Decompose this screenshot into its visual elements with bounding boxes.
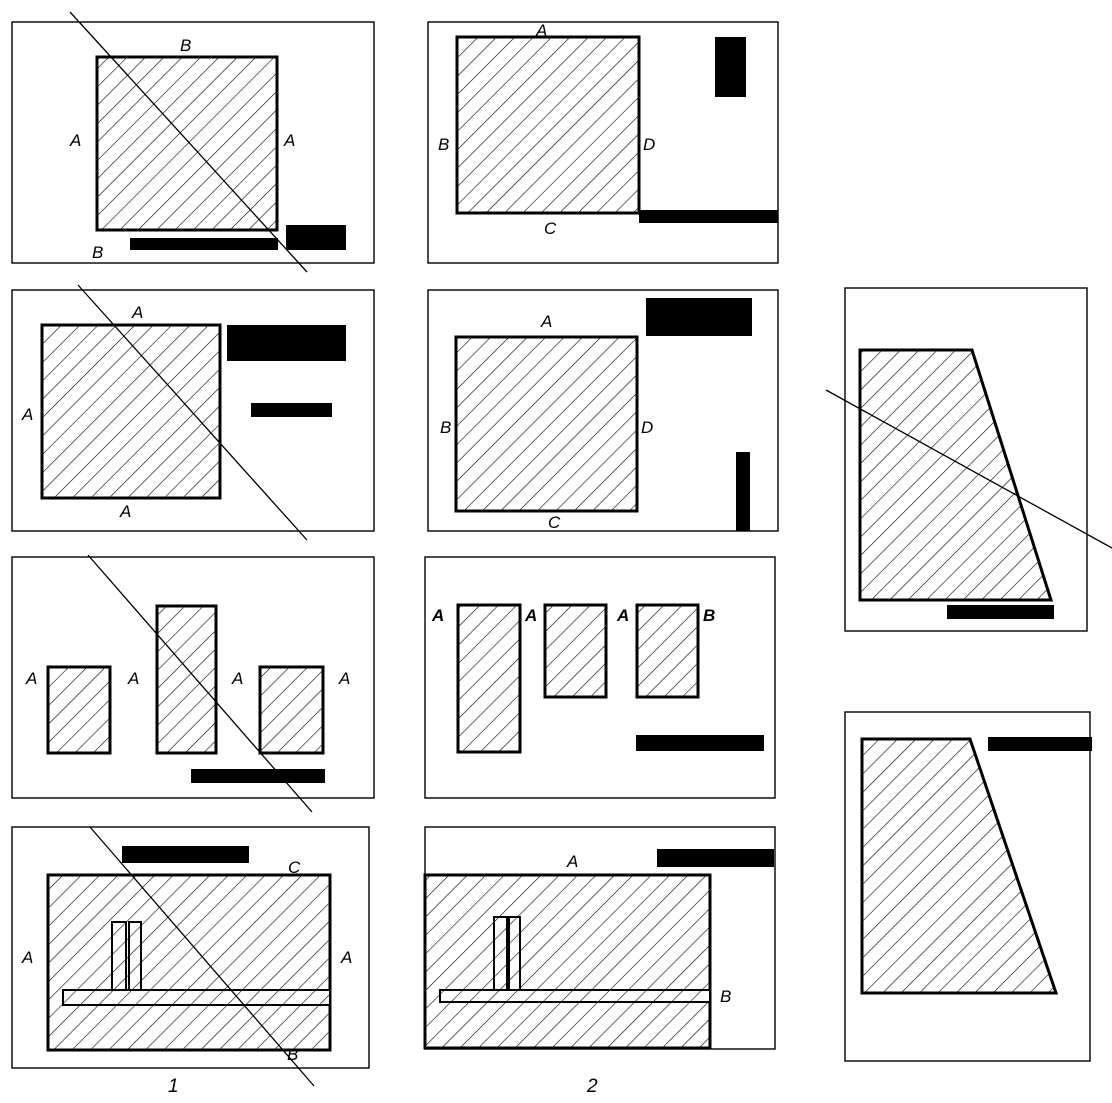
black-bar bbox=[988, 737, 1092, 751]
label-bottom: C bbox=[544, 219, 557, 238]
label-bottom: B bbox=[92, 243, 103, 262]
label-left: A bbox=[69, 131, 81, 150]
black-block bbox=[227, 325, 346, 361]
label-left: A bbox=[21, 948, 33, 967]
hatched-section bbox=[46, 873, 332, 1052]
panel-right-lower bbox=[844, 711, 1092, 1062]
label-top: B bbox=[180, 36, 191, 55]
hatched-strip bbox=[439, 989, 711, 1003]
panel-row3-col1: A A A A bbox=[11, 554, 375, 813]
label-left: B bbox=[438, 135, 449, 154]
panel-row1-col2: A B D C bbox=[427, 21, 779, 264]
label-3: A bbox=[231, 669, 243, 688]
hatched-section bbox=[423, 873, 712, 1050]
black-block bbox=[646, 298, 752, 336]
diagonal-ray bbox=[77, 284, 308, 541]
label-right: D bbox=[643, 135, 655, 154]
black-block bbox=[715, 37, 746, 97]
label-top: A bbox=[540, 312, 552, 331]
label-2: A bbox=[127, 669, 139, 688]
label-4: A bbox=[338, 669, 350, 688]
label-2: A bbox=[524, 606, 537, 625]
hatched-section-middle bbox=[155, 604, 218, 755]
black-bar bbox=[639, 210, 778, 223]
hatched-post-right bbox=[128, 921, 142, 991]
label-bottom: B bbox=[287, 1045, 298, 1064]
black-bar bbox=[191, 769, 325, 783]
black-bar bbox=[122, 846, 249, 863]
black-post bbox=[736, 452, 750, 531]
hatched-section-right bbox=[258, 665, 325, 755]
panel-right-upper bbox=[825, 287, 1112, 632]
column-caption-2: 2 bbox=[586, 1076, 598, 1097]
black-bar bbox=[657, 849, 774, 867]
diagonal-ray bbox=[825, 389, 1112, 549]
label-right: A bbox=[283, 131, 295, 150]
label-topright: C bbox=[288, 858, 301, 877]
panel-row4-col2: A B bbox=[423, 826, 776, 1050]
hatched-section bbox=[40, 323, 222, 500]
hatched-section bbox=[95, 55, 279, 232]
hatched-post-left bbox=[493, 916, 508, 991]
hatched-strip bbox=[62, 989, 331, 1006]
panel-row1-col1: B A A B bbox=[11, 11, 375, 273]
label-top: A bbox=[131, 303, 143, 322]
black-bar bbox=[636, 735, 764, 751]
panel-row2-col1: A A A bbox=[11, 284, 375, 541]
hatched-post-right bbox=[508, 916, 521, 991]
black-bar bbox=[947, 605, 1054, 619]
label-top: A bbox=[535, 21, 547, 40]
diagonal-ray bbox=[89, 826, 315, 1087]
hatched-section-right bbox=[635, 603, 700, 699]
label-top: A bbox=[566, 852, 578, 871]
hatched-section bbox=[455, 35, 641, 215]
label-bottom: C bbox=[548, 513, 561, 532]
label-3: A bbox=[616, 606, 629, 625]
label-left: B bbox=[440, 418, 451, 437]
diagonal-ray bbox=[87, 554, 313, 813]
diagonal-ray bbox=[69, 11, 308, 273]
hatched-section-middle bbox=[543, 603, 608, 699]
hatched-section-left bbox=[456, 603, 522, 754]
column-caption-1: 1 bbox=[168, 1076, 179, 1097]
label-1: A bbox=[25, 669, 37, 688]
label-right: B bbox=[720, 987, 731, 1006]
label-bottom: A bbox=[119, 502, 131, 521]
label-1: A bbox=[431, 606, 444, 625]
hatched-section-left bbox=[46, 665, 112, 755]
label-right: D bbox=[641, 418, 653, 437]
black-bar bbox=[251, 403, 332, 417]
panel-row3-col2: A A A B bbox=[424, 556, 776, 799]
label-right: A bbox=[340, 948, 352, 967]
hatched-section bbox=[454, 335, 639, 513]
hatched-trapezoid bbox=[860, 737, 1059, 995]
label-4: B bbox=[703, 606, 715, 625]
panel-row2-col2: A B D C bbox=[427, 289, 779, 532]
hatched-post-left bbox=[111, 921, 127, 991]
black-bar bbox=[130, 238, 278, 250]
hatched-trapezoid bbox=[858, 348, 1054, 602]
label-left: A bbox=[21, 405, 33, 424]
black-block bbox=[286, 225, 346, 250]
panel-row4-col1: C A A B bbox=[11, 826, 370, 1087]
